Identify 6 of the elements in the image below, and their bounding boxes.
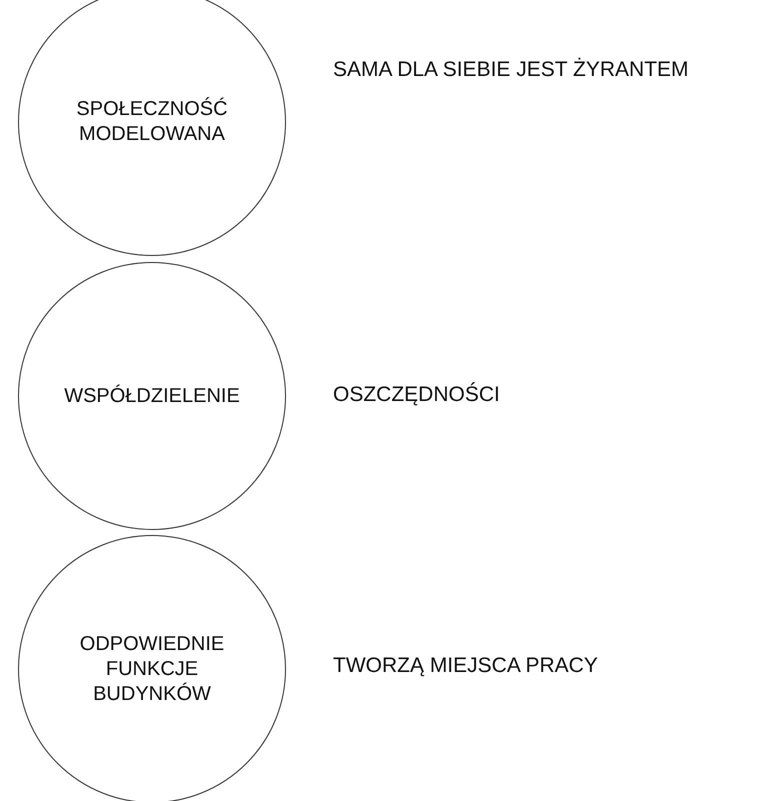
node-label: WSPÓŁDZIELENIE	[64, 384, 240, 408]
side-note: OSZCZĘDNOŚCI	[333, 383, 500, 407]
node-label: SPOŁECZNOŚĆ MODELOWANA	[75, 97, 229, 147]
side-note: SAMA DLA SIEBIE JEST ŻYRANTEM	[333, 58, 689, 82]
node-label: ODPOWIEDNIE FUNKCJE BUDYNKÓW	[78, 632, 226, 706]
side-note: TWORZĄ MIEJSCA PRACY	[333, 654, 598, 678]
